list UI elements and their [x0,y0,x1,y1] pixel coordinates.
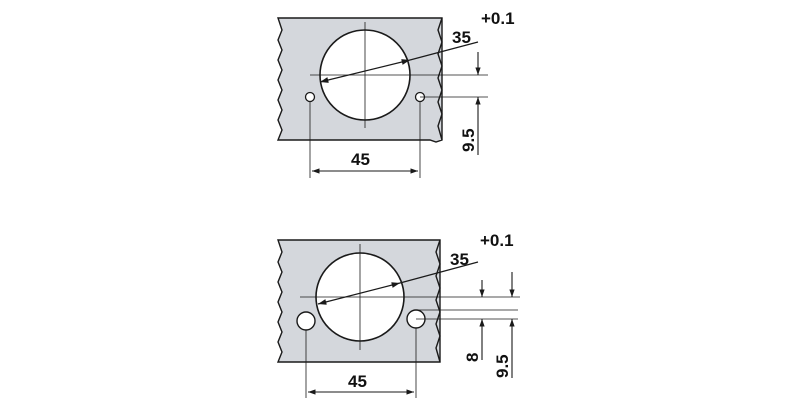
bottom-view: 35 +0.1 8 9.5 45 [276,231,520,398]
top-diameter-leader [319,59,411,83]
top-offset-value: 9.5 [459,128,478,152]
top-diameter-tolerance: +0.1 [481,9,515,28]
bottom-offset-large-value: 9.5 [493,354,512,378]
bottom-spacing-value: 45 [348,372,367,391]
bottom-diameter-leader [317,282,401,305]
bottom-diameter-value: 35 [450,250,469,269]
bottom-screw-hole-left [296,311,316,331]
bottom-diameter-tolerance: +0.1 [480,231,514,250]
bottom-offset-small-value: 8 [463,353,482,362]
top-screw-hole-left [304,91,316,103]
top-diameter-value: 35 [452,28,471,47]
top-view: 35 +0.1 9.5 45 [276,9,515,178]
top-spacing-value: 45 [351,150,370,169]
